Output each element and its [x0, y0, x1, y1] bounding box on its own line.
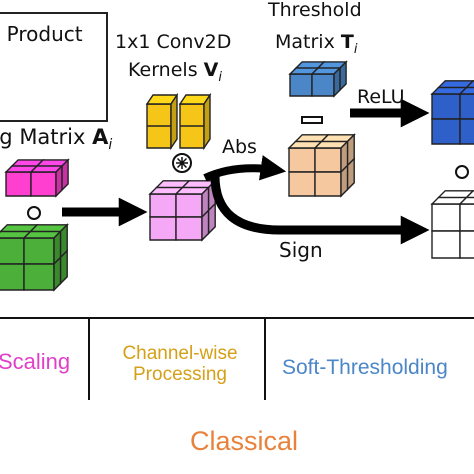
arrow-sign — [210, 175, 430, 245]
conv-kernels-label: Kernels Vi — [128, 61, 222, 84]
channel-line1: Channel-wise — [122, 343, 238, 364]
scaling-matrix-symbol: A — [92, 125, 109, 149]
scaling-matrix-label: ng Matrix Ai — [0, 125, 113, 154]
threshold-title: Threshold — [268, 0, 362, 21]
relu-output-cube — [430, 80, 474, 145]
input-cube-green — [0, 223, 69, 292]
legend-text: e Product — [0, 22, 83, 46]
kernels-symbol: V — [203, 59, 219, 81]
kernels-subscript: i — [218, 69, 222, 85]
sign-output-cube — [430, 190, 474, 259]
arrow-abs — [203, 155, 287, 182]
kernels-text: Kernels — [128, 59, 204, 81]
abs-label: Abs — [222, 136, 257, 158]
kernel-v2 — [178, 92, 212, 151]
hadamard-circle-right — [455, 165, 469, 179]
scaling-matrix-cube — [4, 158, 70, 198]
conv-operator-symbol — [172, 153, 192, 173]
category-scaling: Scaling — [0, 349, 71, 374]
hadamard-circle-left — [27, 206, 41, 220]
sign-label: Sign — [279, 238, 323, 262]
channel-line2: Processing — [133, 363, 227, 385]
legend-box — [0, 12, 108, 122]
kernel-v1 — [145, 92, 179, 151]
threshold-subscript: i — [353, 41, 358, 57]
minus-sign — [301, 116, 323, 124]
scaled-cube-pink — [148, 179, 217, 242]
threshold-cube-blue — [288, 60, 348, 98]
relu-label: ReLU — [357, 86, 405, 108]
threshold-symbol: T — [340, 31, 354, 53]
conv-title: 1x1 Conv2D — [115, 31, 232, 53]
threshold-matrix-label: Matrix Ti — [275, 33, 357, 56]
scaling-matrix-text: ng Matrix — [0, 125, 86, 149]
footer-classical: Classical — [190, 426, 299, 456]
category-soft-thresholding: Soft-Thresholding — [282, 356, 448, 379]
threshold-matrix-text: Matrix — [275, 31, 341, 53]
scaling-matrix-subscript: i — [108, 137, 113, 154]
category-channel-wise: Channel-wise Processing — [104, 343, 256, 386]
abs-cube-peach — [287, 133, 356, 198]
